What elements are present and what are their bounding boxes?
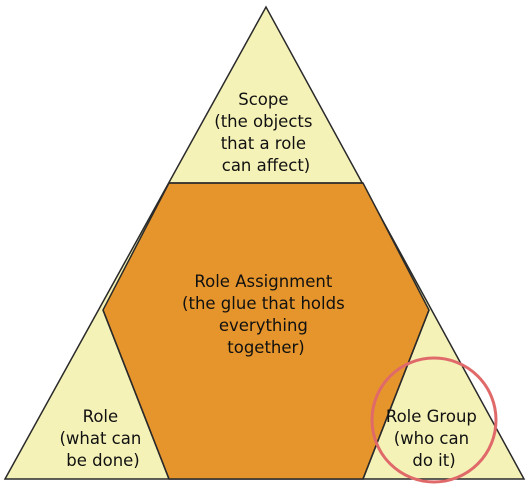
highlight-circle <box>370 356 498 484</box>
scope-label: Scope (the objects that a role can affec… <box>214 90 317 175</box>
scope-label-line: Scope <box>238 90 288 109</box>
role-group-label: Role Group (who can do it) <box>386 407 482 470</box>
role-group-label-line: do it) <box>412 451 455 470</box>
role-group-separator-top <box>362 309 430 480</box>
scope-label-line: (the objects <box>214 112 312 131</box>
role-assignment-label-line: Role Assignment <box>194 272 332 291</box>
role-assignment-label: Role Assignment (the glue that holds eve… <box>182 272 350 357</box>
role-assignment-label-line: (the glue that holds <box>182 294 345 313</box>
role-group-label-line: Role Group <box>386 407 477 426</box>
role-label-line: Role <box>83 407 119 426</box>
role-label-line: (what can <box>59 429 141 448</box>
role-assignment-label-line: everything <box>219 316 308 335</box>
role-label: Role (what can be done) <box>59 407 146 470</box>
role-separator-top <box>102 309 170 480</box>
role-label-line: be done) <box>66 451 140 470</box>
scope-label-line: that a role <box>221 134 306 153</box>
scope-label-line: can affect) <box>222 156 311 175</box>
role-assignment-label-line: together) <box>227 338 305 357</box>
role-group-label-line: (who can <box>394 429 469 448</box>
